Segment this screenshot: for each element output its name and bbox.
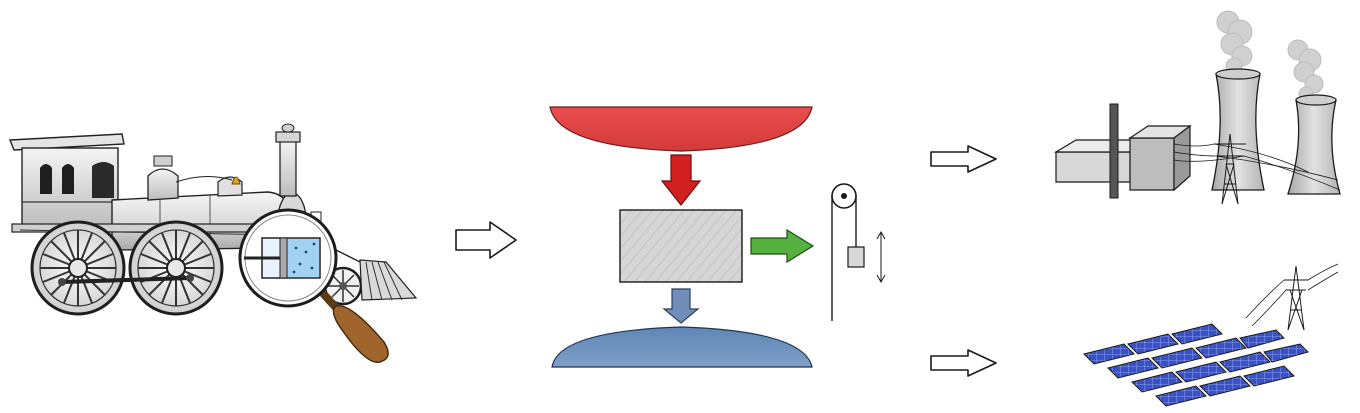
factory-building [1053,103,1192,199]
steam-cloud-icon [1216,10,1253,75]
cooling-tower-1 [1211,68,1265,191]
arrow-schematic-to-power-plant [930,145,997,173]
smokestack [279,139,297,197]
bell [231,176,241,185]
factory-chimney [1109,103,1119,199]
pulley-weight-icon [831,183,886,321]
magnifier-icon [238,208,389,363]
engine-box [619,209,743,283]
arrow-schematic-to-solar-park [930,349,997,377]
heat-in-arrow [660,154,702,206]
steam-cloud-icon [1287,39,1324,102]
cold-reservoir [551,326,813,368]
power-plant-illustration [1053,10,1341,205]
steam-locomotive-illustration [8,123,418,363]
drive-wheel-2 [128,220,224,316]
connecting-rod [61,276,191,284]
arrow-locomotive-to-schematic [455,221,517,259]
steam-dome [147,168,179,201]
cab-roof [8,133,125,151]
cooling-tower-2 [1287,94,1341,195]
heat-engine-schematic [549,106,886,368]
solar-panel-array [1083,323,1309,407]
work-arrow [750,228,815,264]
magnifier-handle [332,304,389,363]
transmission-pylon-icon [1214,133,1246,205]
transmission-pylon-icon [1284,265,1308,331]
hot-reservoir [549,106,813,152]
drive-wheel-1 [30,220,126,316]
piston-cylinder [244,237,321,279]
heat-out-arrow [662,288,700,324]
solar-park-illustration [1083,263,1339,407]
